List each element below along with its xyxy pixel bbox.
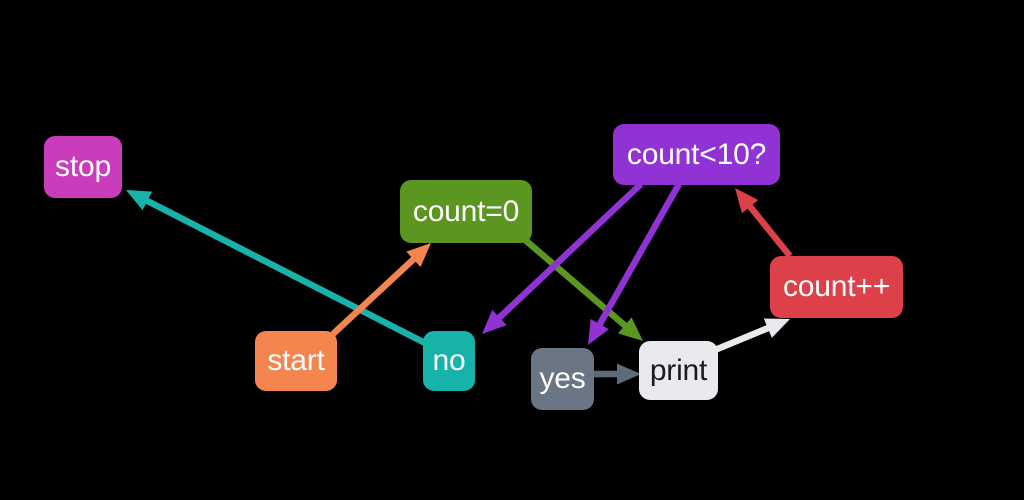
node-count-increment[interactable]: count++ — [770, 256, 903, 318]
node-print-label: print — [649, 353, 708, 387]
edge-arrowhead-e-cond-yes — [588, 318, 609, 345]
edge-arrowhead-e-yes-print — [617, 363, 641, 385]
node-condition-label: count<10? — [626, 137, 767, 171]
edge-line-e-count0-print — [521, 236, 630, 331]
node-count-equals-zero[interactable]: count=0 — [400, 180, 532, 243]
edge-arrowhead-e-no-stop — [126, 190, 153, 211]
edge-arrowhead-e-print-incr — [763, 318, 790, 338]
edge-line-e-no-stop — [142, 196, 429, 347]
edge-line-e-start-count0 — [330, 254, 419, 337]
edge-line-e-cond-yes — [595, 182, 682, 330]
node-start-label: start — [267, 344, 325, 377]
node-count-equals-zero-label: count=0 — [412, 194, 520, 228]
node-stop[interactable]: stop — [44, 136, 122, 198]
node-no[interactable]: no — [423, 331, 475, 391]
node-yes[interactable]: yes — [531, 348, 594, 410]
edge-line-e-print-incr — [713, 323, 773, 354]
edge-arrowhead-e-incr-cond — [735, 188, 759, 214]
node-print[interactable]: print — [639, 341, 718, 400]
edge-arrowhead-e-cond-no — [482, 309, 507, 334]
node-yes-label: yes — [539, 362, 586, 395]
edge-line-e-incr-cond — [745, 201, 793, 259]
node-condition[interactable]: count<10? — [613, 124, 780, 185]
edge-arrowhead-e-start-count0 — [406, 243, 431, 268]
edge-arrowhead-e-count0-print — [617, 317, 643, 341]
node-count-increment-label: count++ — [782, 270, 891, 303]
node-stop-label: stop — [55, 150, 111, 183]
node-start[interactable]: start — [255, 331, 337, 391]
node-no-label: no — [432, 344, 466, 377]
